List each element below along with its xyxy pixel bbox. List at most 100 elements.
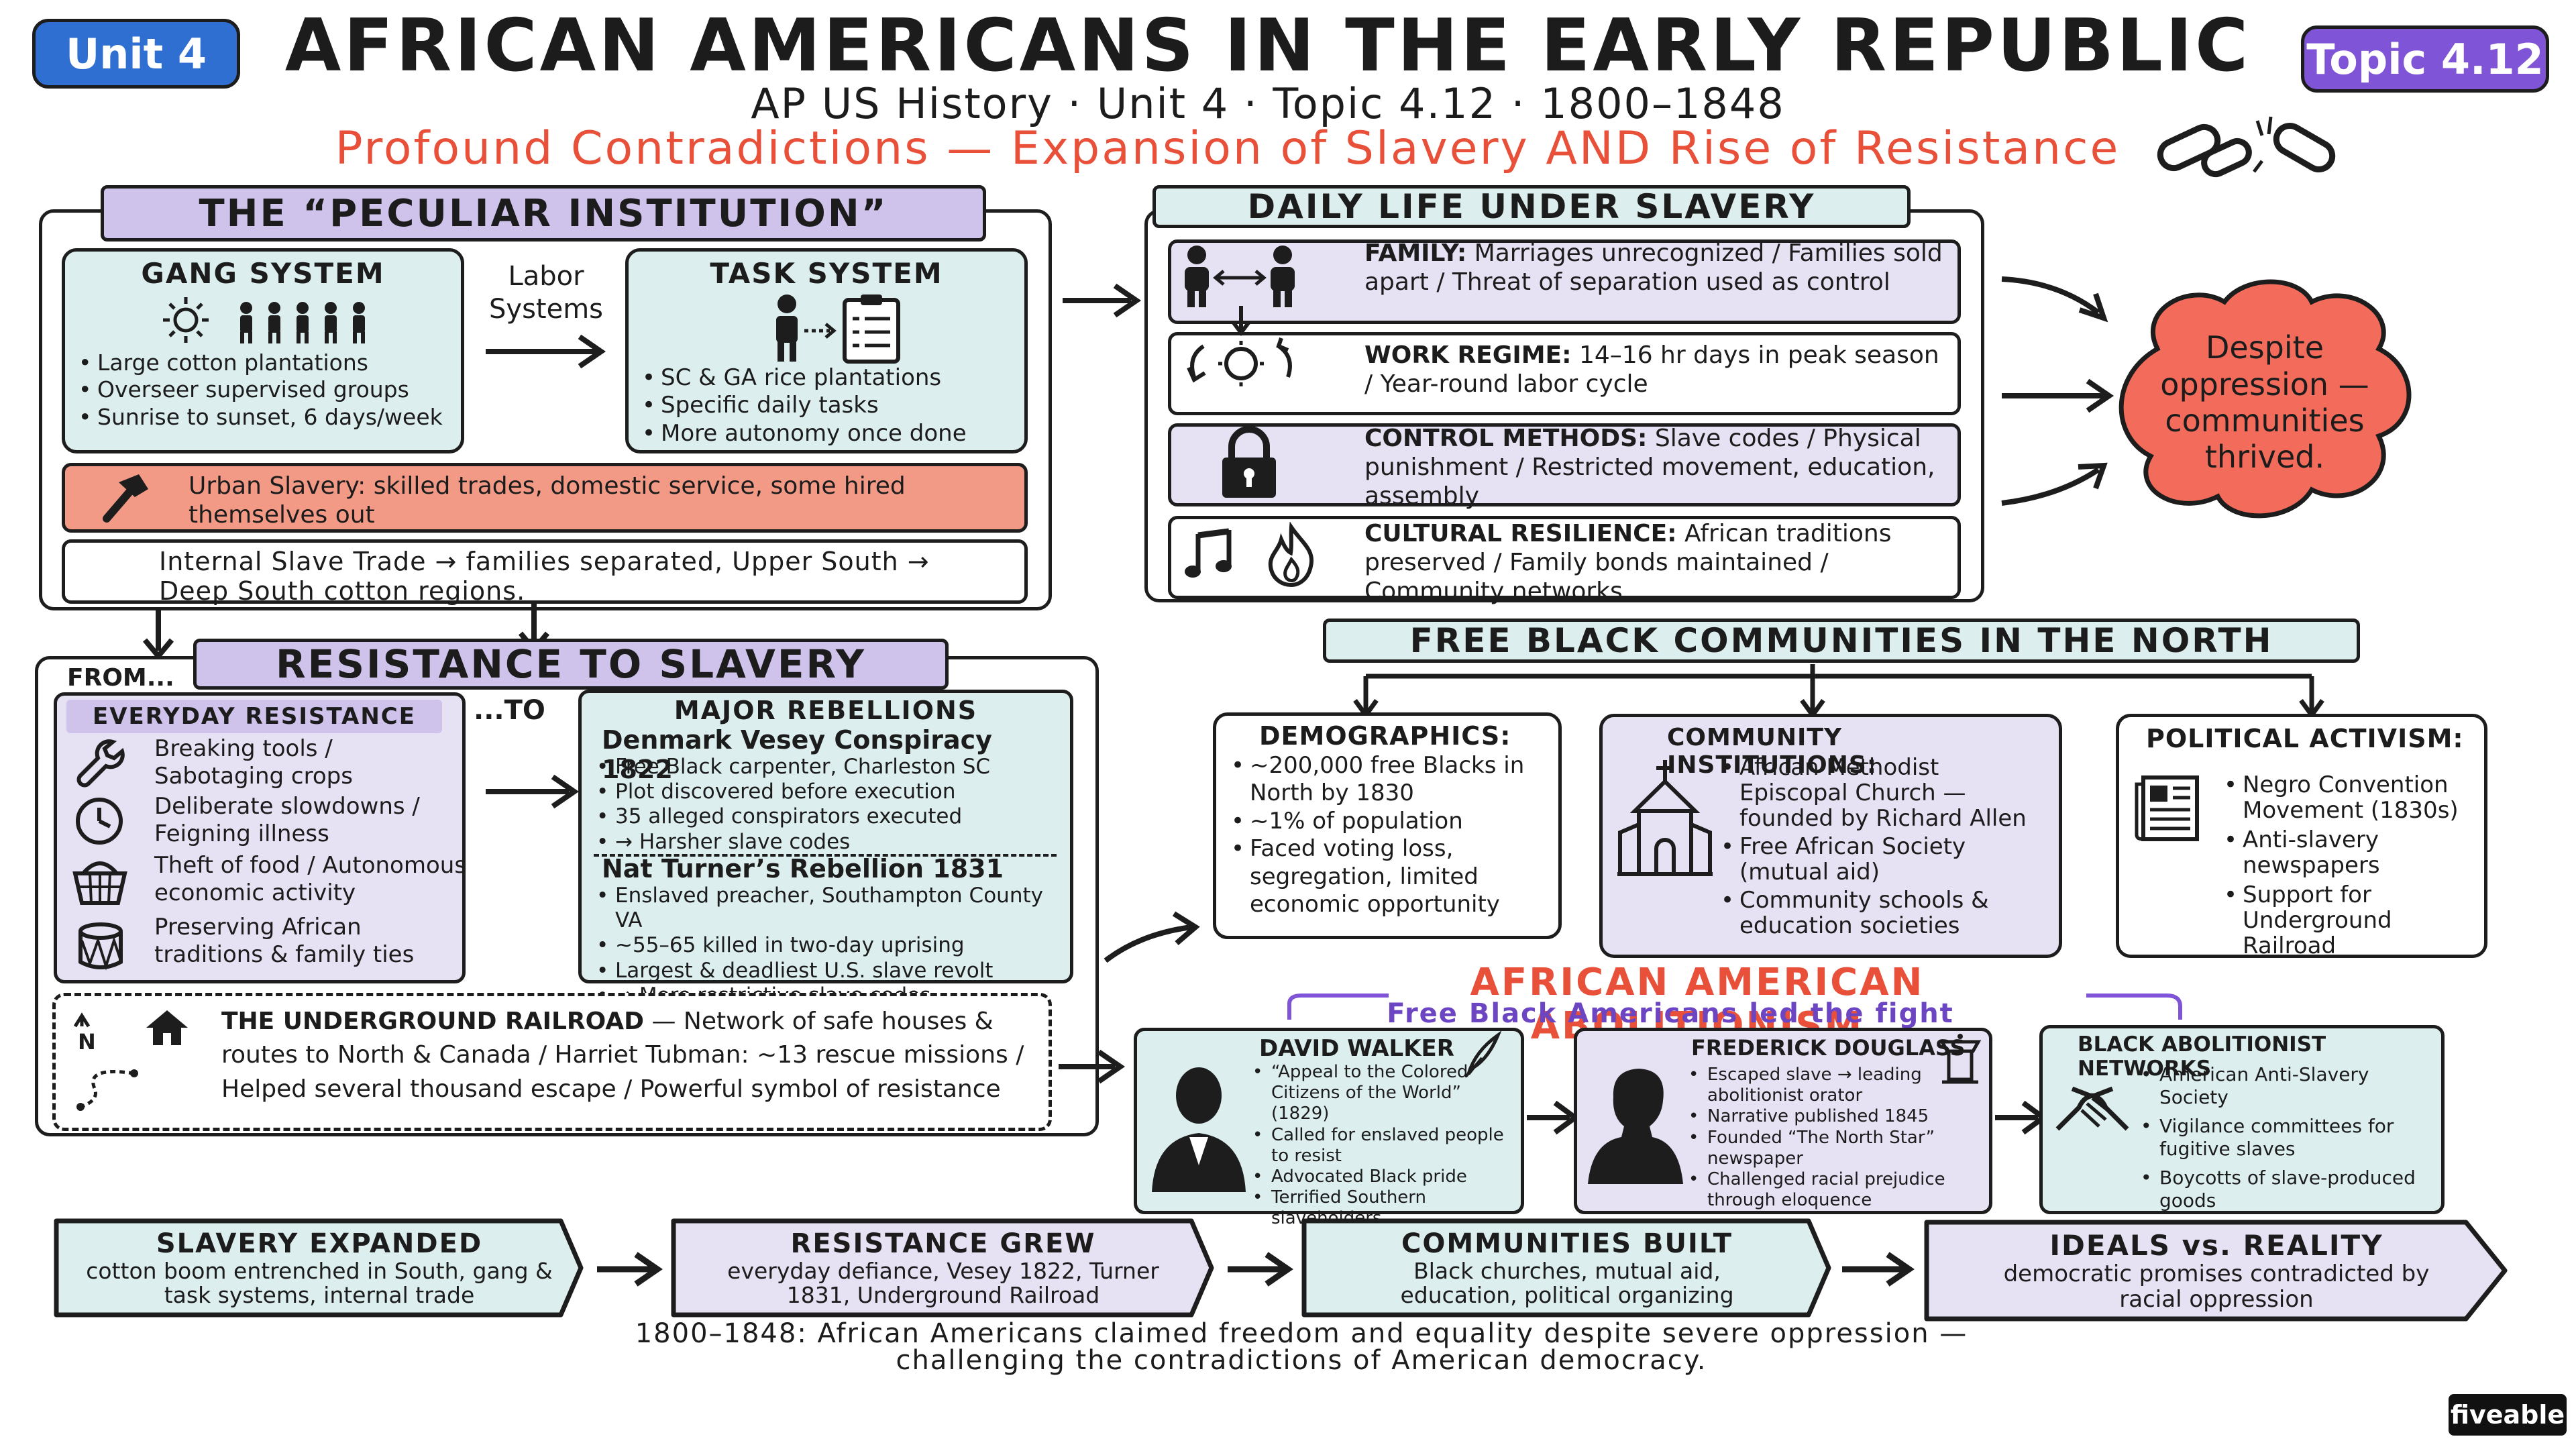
daily-culture-body: African traditions preserved / Family bo… [1364,520,1892,606]
summary-step-2-title: RESISTANCE GREW [790,1228,1096,1259]
fiveable-brand-logo: fiveable [2449,1394,2567,1436]
list-item: Vigilance committees for fugitive slaves [2137,1115,2436,1160]
summary-step-2-text: everyday defiance, Vesey 1822, Turner 18… [727,1257,1159,1308]
list-item: Specific daily tasks [638,392,1018,420]
everyday-item-2: Deliberate slowdowns / Feigning illness [154,793,420,848]
compass-route-icon [73,1012,138,1111]
list-item: Sunrise to sunset, 6 days/week [74,404,454,431]
clock-icon [76,798,123,845]
clasped-hands-icon [2055,1086,2129,1131]
page-subtitle: AP US History · Unit 4 · Topic 4.12 · 18… [751,79,1785,128]
list-item: Called for enslaved people to resist [1248,1125,1515,1167]
summary-step-1-text: cotton boom entrenched in South, gang & … [86,1257,553,1308]
list-item: African Methodist Episcopal Church — fou… [1717,755,2053,831]
list-item: Large cotton plantations [74,350,454,377]
community-institutions-list: African Methodist Episcopal Church — fou… [1717,755,2053,939]
newspaper-icon [2135,775,2199,841]
everyday-to-major-arrow [486,774,580,809]
summary-step-4-text: democratic promises contradicted by raci… [2003,1260,2430,1313]
abolitionism-subtitle: Free Black Americans led the fight [1387,998,1954,1029]
summary-step-ideals-reality: IDEALS vs. REALITY democratic promises c… [1921,1217,2512,1324]
summary-step-communities-built: COMMUNITIES BUILT Black churches, mutual… [1299,1216,1835,1320]
gang-system-card: GANG SYSTEM Large cotton plantations Ove… [62,248,464,453]
david-walker-card: DAVID WALKER “Appeal to the Colored Citi… [1134,1028,1524,1228]
frederick-douglass-list: Escaped slave → leading abolitionist ora… [1684,1065,1984,1211]
worker-checklist-icon [776,294,900,364]
list-item: Founded “The North Star” newspaper [1684,1128,1984,1169]
internal-slave-trade-text: Internal Slave Trade → families separate… [159,547,930,606]
urban-slavery-text: Urban Slavery: skilled trades, domestic … [189,472,906,529]
frederick-douglass-title: FREDERICK DOUGLASS [1691,1035,1966,1061]
underground-railroad-text: THE UNDERGROUND RAILROAD — Network of sa… [221,1005,1046,1106]
list-item: 35 alleged conspirators executed [592,804,1065,829]
list-item: Community schools & education societies [1717,888,2053,938]
daily-control-body: Slave codes / Physical punishment / Rest… [1364,425,1935,511]
summary-step-slavery-expanded: SLAVERY EXPANDED cotton boom entrenched … [51,1216,588,1320]
everyday-resistance-title: EVERYDAY RESISTANCE [66,700,442,733]
daily-work-body: 14–16 hr days in peak season / Year-roun… [1364,341,1939,398]
from-label: FROM... [67,664,174,692]
underground-railroad-body: — Network of safe houses & routes to Nor… [221,1008,1024,1103]
labor-systems-label: Labor Systems [489,261,603,325]
list-item: ~55–65 killed in two-day uprising [592,933,1065,958]
family-icon [1185,246,1295,307]
demographics-list: ~200,000 free Blacks in North by 1830 ~1… [1227,752,1552,919]
turner-title: Nat Turner’s Rebellion 1831 [602,854,1004,883]
major-rebellions-card: MAJOR REBELLIONS Denmark Vesey Conspirac… [578,690,1073,1008]
list-item: ~200,000 free Blacks in North by 1830 [1227,752,1552,808]
list-item: Boycotts of slave-produced goods [2137,1167,2436,1212]
basket-icon [72,861,127,905]
daily-culture-label: CULTURAL RESILIENCE: [1364,520,1677,547]
list-item: Faced voting loss, segregation, limited … [1227,835,1552,918]
summary-step-3-text: Black churches, mutual aid, education, p… [1400,1257,1734,1308]
task-system-title: TASK SYSTEM [710,257,943,290]
work-cycle-icon [1187,306,1292,386]
gang-system-list: Large cotton plantations Overseer superv… [74,350,454,431]
footer-summary: 1800–1848: African Americans claimed fre… [635,1318,1968,1376]
thrived-cloud-text: Despite oppression — communities thrived… [2160,329,2369,476]
lock-icon [1222,427,1276,498]
everyday-item-1: Breaking tools / Sabotaging crops [154,735,353,790]
list-item: More autonomy once done [638,420,1018,448]
political-activism-list: Negro Convention Movement (1830s) Anti-s… [2220,772,2479,959]
daily-work-text: WORK REGIME: 14–16 hr days in peak seaso… [1364,341,1955,398]
everyday-item-3: Theft of food / Autonomous economic acti… [154,852,467,907]
networks-list: American Anti-Slavery Society Vigilance … [2137,1063,2436,1212]
free-communities-banner: FREE BLACK COMMUNITIES IN THE NORTH [1323,619,2360,663]
major-rebellions-title: MAJOR REBELLIONS [674,696,978,725]
demographics-title: DEMOGRAPHICS: [1259,721,1511,751]
daily-life-banner: DAILY LIFE UNDER SLAVERY [1152,185,1911,228]
daily-row-culture [1168,516,1961,599]
daily-family-body: Marriages unrecognized / Families sold a… [1364,239,1943,297]
drum-icon [78,922,123,971]
daily-row-family [1168,239,1961,324]
daily-life-panel [1144,209,1984,602]
thrived-cloud [2118,279,2412,519]
list-item: Overseer supervised groups [74,376,454,404]
frederick-douglass-card: FREDERICK DOUGLASS Escaped slave → leadi… [1574,1028,1992,1214]
list-item: Free African Society (mutual aid) [1717,834,2053,885]
hammer-icon [103,474,148,523]
daily-control-label: CONTROL METHODS: [1364,425,1648,452]
community-institutions-card: COMMUNITY INSTITUTIONS: African Methodis… [1599,714,2062,958]
compass-n-label: N [78,1029,96,1055]
david-walker-list: “Appeal to the Colored Citizens of the W… [1248,1062,1515,1230]
labor-arrow [486,334,606,369]
daily-work-label: WORK REGIME: [1364,341,1572,369]
list-item: ~1% of population [1227,808,1552,836]
turner-list: Enslaved preacher, Southampton County VA… [592,883,1065,1008]
rebellions-divider [594,854,1057,857]
abolitionism-bracket [1287,994,2182,1020]
list-item: Largest & deadliest U.S. slave revolt [592,959,1065,983]
daily-row-control [1168,423,1961,506]
resistance-to-free-arrow [1104,911,1200,963]
urban-slavery-card: Urban Slavery: skilled trades, domestic … [62,463,1028,533]
networks-card: BLACK ABOLITIONIST NETWORKS American Ant… [2039,1025,2445,1214]
summary-step-4-title: IDEALS vs. REALITY [2049,1229,2383,1263]
unit-badge: Unit 4 [32,19,240,89]
task-system-card: TASK SYSTEM SC & GA rice plantations Spe… [625,248,1028,453]
summary-step-resistance-grew: RESISTANCE GREW everyday defiance, Vesey… [668,1216,1218,1320]
political-activism-card: POLITICAL ACTIVISM: Negro Convention Mov… [2116,714,2487,959]
arrows-to-cloud [2001,276,2114,506]
house-icon [146,1010,188,1045]
